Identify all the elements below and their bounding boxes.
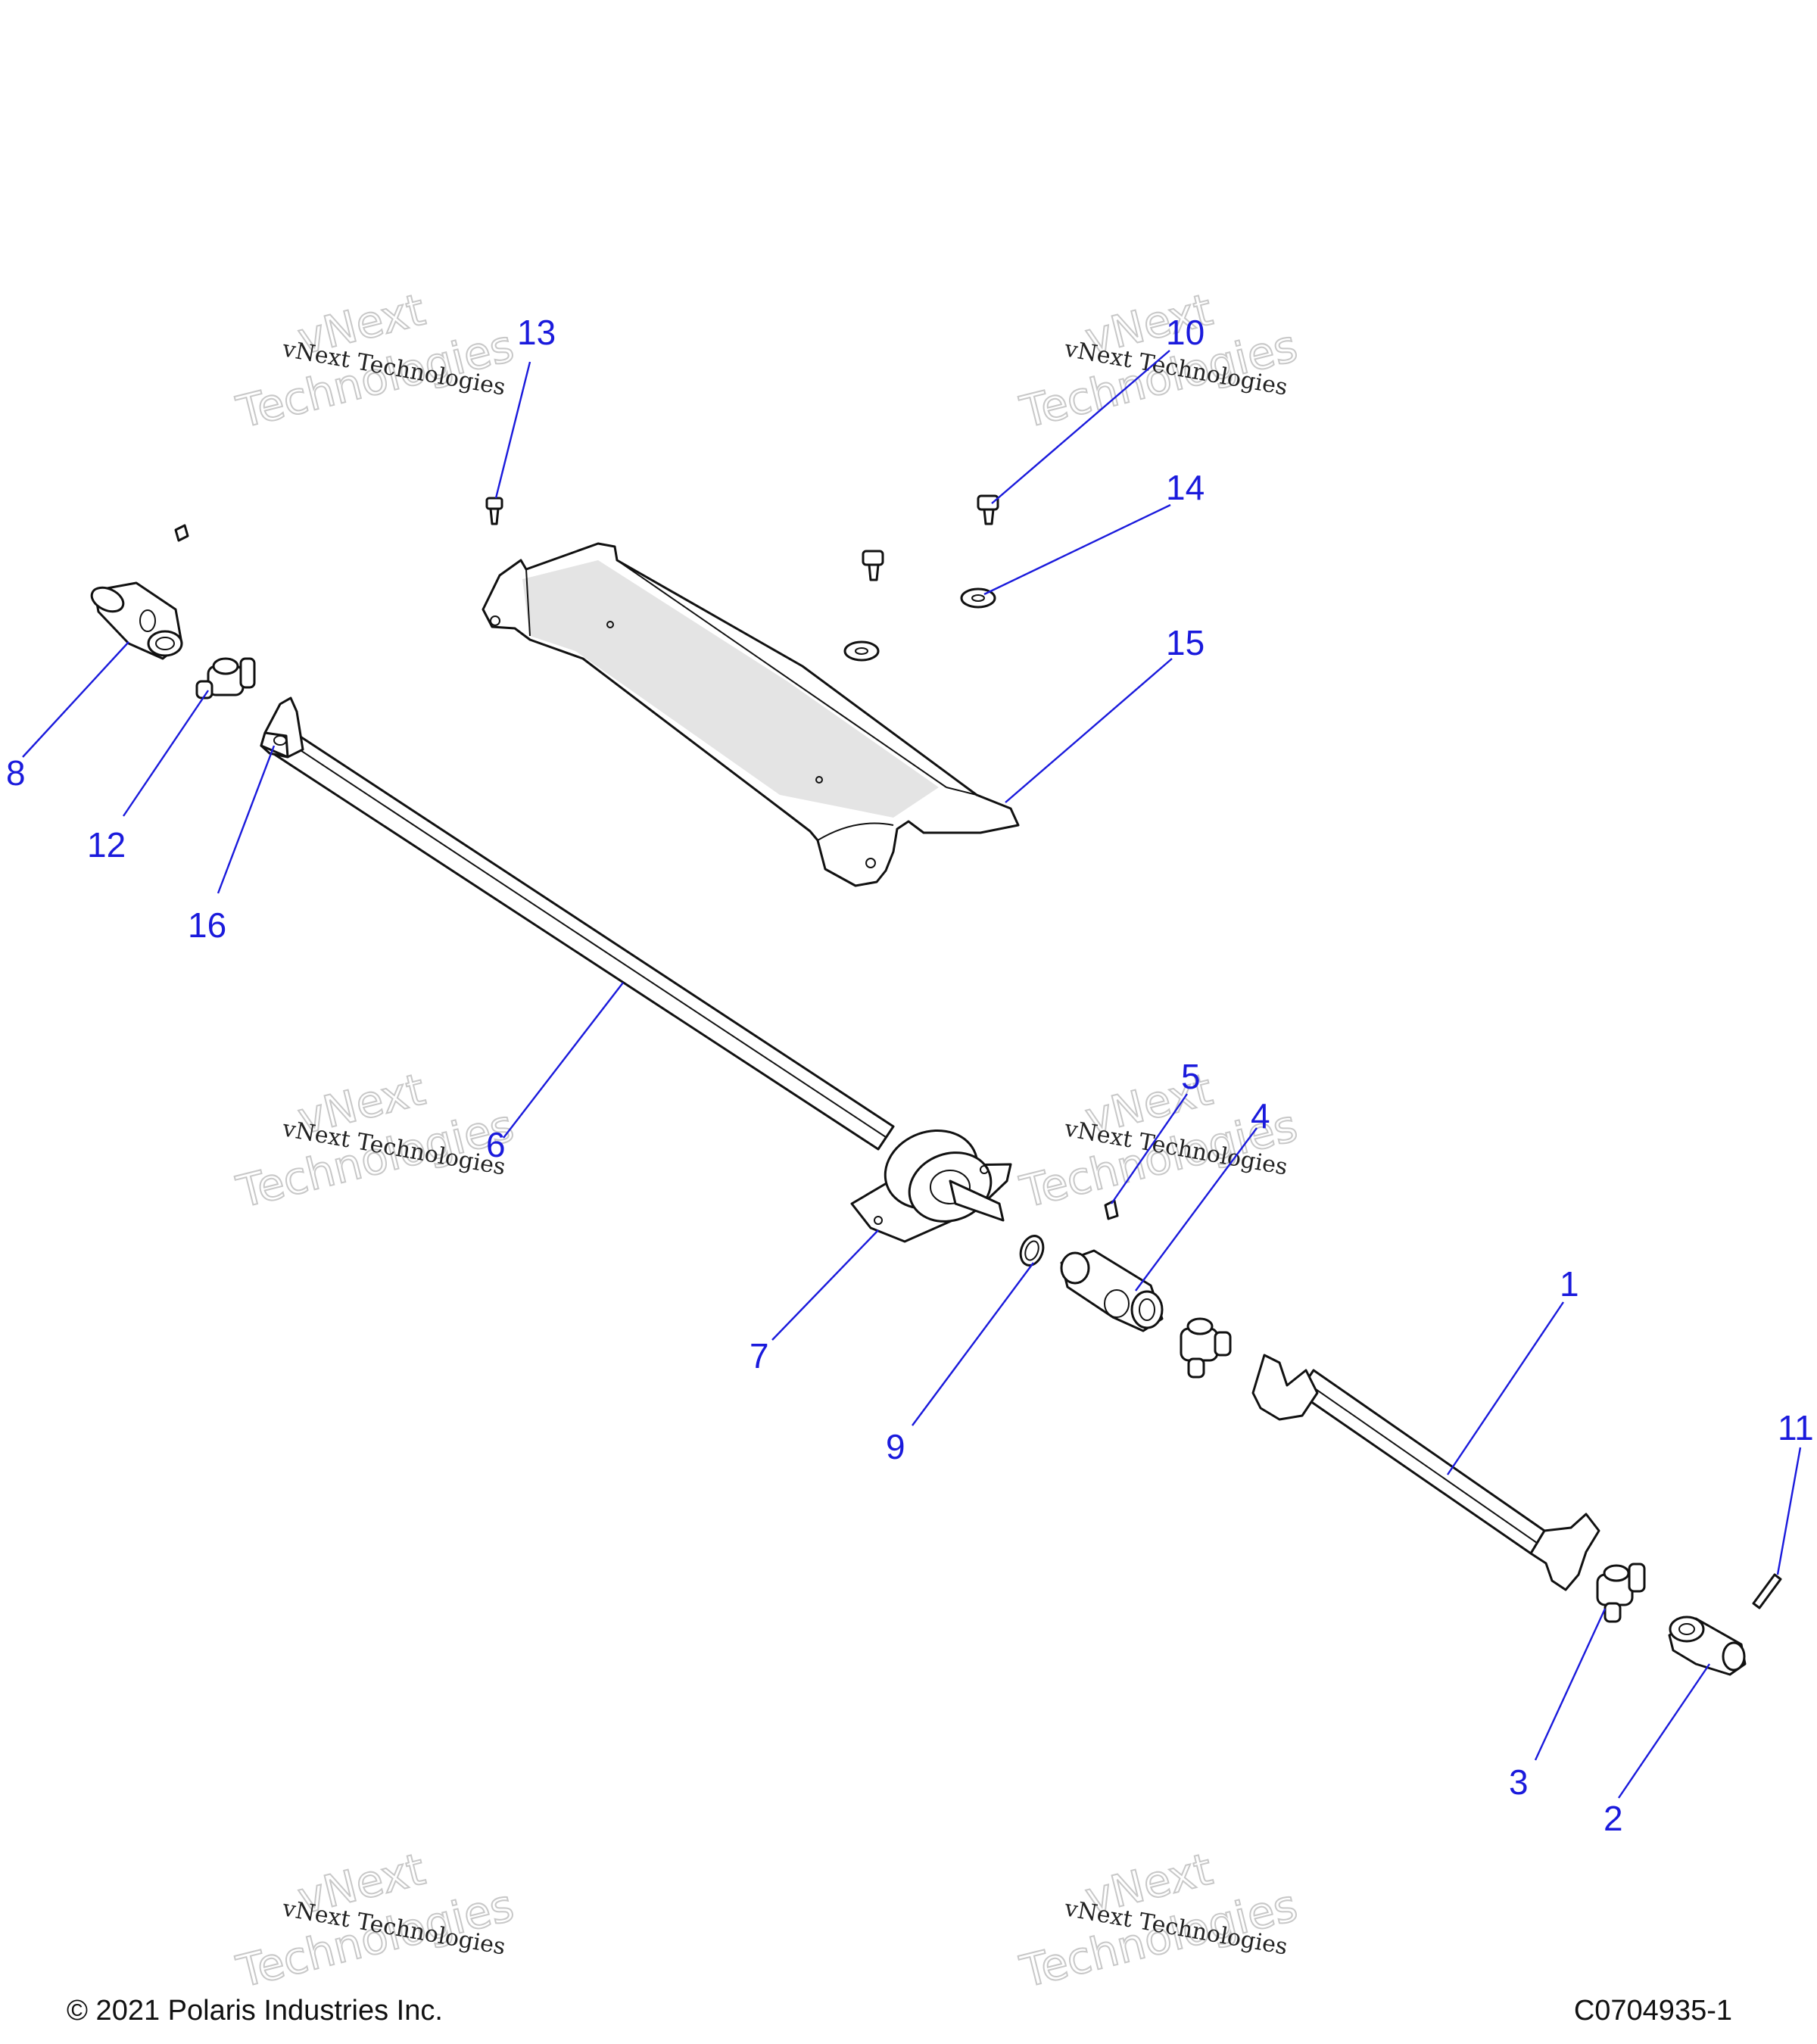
- o-ring-9[interactable]: [1017, 1232, 1047, 1268]
- watermark-bottom-left: vNext Technologies vNext Technologies: [231, 1843, 519, 1999]
- roll-pin-11[interactable]: [1752, 1573, 1782, 1609]
- callout-4: 4: [1251, 1096, 1270, 1136]
- callout-15: 15: [1166, 623, 1205, 662]
- callout-16: 16: [188, 905, 226, 945]
- carrier-bearing-7[interactable]: [850, 1118, 1012, 1243]
- callout-7: 7: [750, 1336, 769, 1376]
- callout-5: 5: [1181, 1057, 1201, 1096]
- u-joint-12[interactable]: [195, 657, 256, 700]
- watermark-mid-right: vNext Technologies vNext Technologies: [1014, 1063, 1303, 1219]
- leader-lines: [22, 350, 1802, 1799]
- callout-3: 3: [1509, 1762, 1529, 1802]
- slip-yoke-4[interactable]: [1060, 1249, 1164, 1332]
- yoke-2[interactable]: [1668, 1616, 1747, 1676]
- callout-9: 9: [886, 1427, 905, 1466]
- callout-2: 2: [1604, 1799, 1623, 1838]
- callout-14: 14: [1166, 468, 1205, 507]
- heat-shield[interactable]: [482, 542, 1020, 887]
- watermark-mid-left: vNext Technologies vNext Technologies: [231, 1063, 519, 1219]
- callout-6: 6: [486, 1125, 506, 1164]
- washer-extra[interactable]: [843, 640, 880, 662]
- drawing-id: C0704935-1: [1573, 1995, 1732, 2027]
- callout-1: 1: [1560, 1264, 1579, 1304]
- rear-propshaft-1[interactable]: [1251, 1354, 1600, 1591]
- callout-11: 11: [1778, 1408, 1814, 1447]
- u-joint-middle[interactable]: [1180, 1317, 1232, 1379]
- bolt-13[interactable]: [485, 497, 503, 525]
- bolt-10[interactable]: [977, 494, 999, 525]
- watermark-top-left: vNext Technologies vNext Technologies: [231, 283, 519, 439]
- u-joint-3[interactable]: [1596, 1563, 1646, 1623]
- grease-fitting-left[interactable]: [174, 524, 189, 542]
- callout-8: 8: [6, 753, 26, 793]
- slip-yoke-8[interactable]: [88, 581, 183, 660]
- callout-13: 13: [517, 313, 556, 352]
- copyright-notice: © 2021 Polaris Industries Inc.: [67, 1995, 443, 2027]
- callout-labels: 1 2 3 4 5 6 7 8 9 10 11 12 13 14 15 16: [6, 313, 1814, 1838]
- bolt-extra[interactable]: [862, 550, 884, 581]
- callout-10: 10: [1166, 313, 1205, 352]
- watermark-bottom-right: vNext Technologies vNext Technologies: [1014, 1843, 1303, 1999]
- front-yoke-16[interactable]: [260, 696, 304, 759]
- callout-12: 12: [87, 825, 126, 865]
